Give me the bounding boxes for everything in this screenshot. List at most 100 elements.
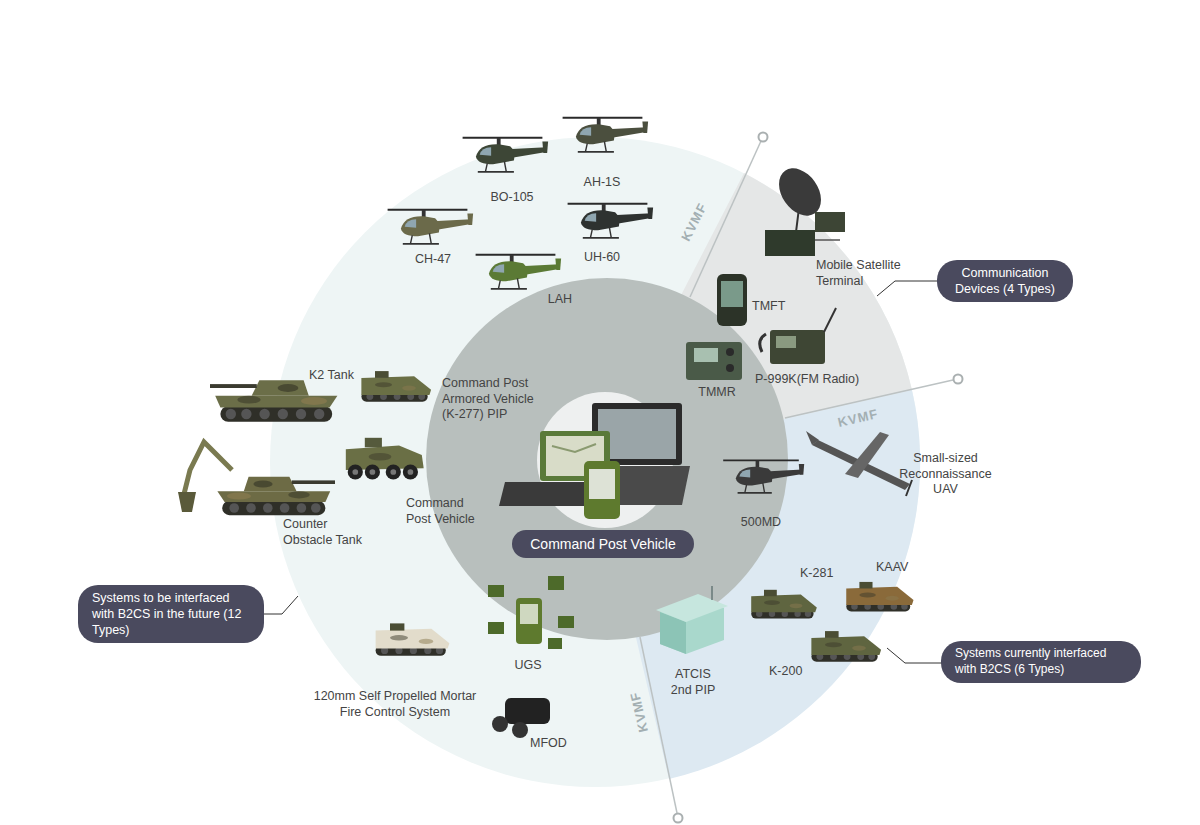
svg-line: [824, 308, 836, 332]
svg-rect: [548, 576, 564, 590]
svg-line: [815, 239, 840, 241]
system-label: MFOD: [530, 736, 580, 752]
middle-ring: [426, 278, 788, 640]
system-label: P-999K(FM Radio): [755, 372, 875, 388]
system-label: UH-60: [572, 250, 632, 266]
svg-rect: [686, 342, 742, 380]
ugs-icon: [488, 576, 574, 649]
tmmr-icon: [686, 342, 742, 380]
protocol-label: KVMF: [678, 200, 710, 243]
svg-rect: [765, 230, 815, 256]
mortar-icon: [376, 623, 450, 655]
system-label: TMFT: [752, 299, 802, 315]
pill-text: Systems currently interfaced with B2CS (…: [955, 646, 1127, 677]
system-label: K2 Tank: [309, 368, 369, 384]
svg-circle: [726, 364, 734, 372]
line-end-dot: [954, 375, 963, 384]
svg-circle: [726, 348, 734, 356]
command-post-devices: [499, 403, 690, 519]
svg-rect: [584, 461, 620, 519]
svg-rect: [770, 330, 825, 364]
bo-105-icon: [463, 138, 548, 172]
system-label: Counter Obstacle Tank: [283, 517, 373, 548]
svg-line: [711, 586, 713, 600]
satellite-terminal-icon: [765, 160, 845, 256]
k-277-icon: [361, 371, 431, 402]
callout-pill: Communication Devices (4 Types): [937, 260, 1073, 303]
callout-pill: Systems to be interfaced with B2CS in th…: [78, 585, 264, 644]
p-999k-icon: [760, 308, 836, 364]
system-label: Small-sized Reconnaissance UAV: [893, 451, 998, 498]
ch-47-icon: [388, 210, 474, 244]
bucket: [178, 492, 196, 512]
tmft-icon: [717, 274, 747, 326]
k-281-icon: [751, 590, 817, 619]
system-label: ATCIS 2nd PIP: [663, 667, 723, 698]
system-label: KAAV: [876, 560, 926, 576]
svg-circle: [512, 722, 528, 738]
svg-rect: [721, 281, 743, 307]
pill-text: Communication Devices (4 Types): [951, 265, 1059, 298]
svg-rect: [516, 598, 542, 644]
outer-ring: [270, 137, 920, 787]
protocol-label: KVMF: [627, 690, 651, 733]
500md-icon: [723, 460, 804, 492]
svg-path: [845, 432, 889, 478]
system-label: K-200: [769, 664, 819, 680]
system-label: BO-105: [480, 190, 544, 206]
svg-rect: [558, 616, 574, 628]
svg-circle: [492, 716, 508, 732]
svg-path: [806, 431, 819, 445]
leader-line: [887, 648, 947, 663]
system-label: CH-47: [403, 252, 463, 268]
svg-rect: [548, 638, 562, 649]
k2-tank-icon: [210, 380, 337, 422]
tank-body: [217, 477, 335, 515]
system-label: UGS: [508, 658, 548, 674]
center-pill: Command Post Vehicle: [512, 530, 694, 558]
counter-obstacle-tank-icon: [178, 442, 335, 515]
leader-line: [263, 596, 298, 614]
atcis-icon: [656, 586, 728, 654]
ah-1s-icon: [563, 118, 649, 152]
svg-rect: [694, 348, 718, 362]
svg-rect: [815, 212, 845, 232]
system-label: K-281: [800, 566, 850, 582]
svg-rect: [717, 274, 747, 326]
system-label: TMMR: [695, 385, 739, 401]
svg-path: [552, 444, 596, 452]
system-label: AH-1S: [572, 175, 632, 191]
svg-line: [906, 480, 912, 496]
line-end-dot: [674, 814, 683, 823]
lah-icon: [476, 255, 561, 289]
callout-pill: Systems currently interfaced with B2CS (…: [941, 641, 1141, 682]
protocol-label: KVMF: [836, 406, 879, 430]
k-200-icon: [811, 631, 881, 662]
leader-line: [877, 281, 938, 296]
system-label: Command Post Armored Vehicle (K-277) PIP: [442, 376, 547, 423]
excavator-arm: [184, 442, 232, 494]
svg-rect: [589, 469, 615, 499]
kaav-icon: [846, 582, 913, 612]
pill-text: Command Post Vehicle: [526, 535, 680, 553]
system-label: Mobile Satellite Terminal: [816, 258, 916, 289]
svg-rect: [488, 622, 504, 634]
uav-icon: [806, 431, 912, 496]
system-label: Command Post Vehicle: [406, 496, 486, 527]
system-label: LAH: [540, 292, 580, 308]
cp-vehicle-icon: [346, 438, 424, 480]
pill-text: Systems to be interfaced with B2CS in th…: [92, 590, 250, 639]
uh-60-icon: [568, 204, 654, 238]
svg-rect: [776, 336, 796, 348]
svg-rect: [488, 585, 504, 597]
mfod-icon: [492, 698, 550, 738]
line-end-dot: [759, 133, 768, 142]
system-label: 500MD: [738, 515, 784, 531]
svg-path: [656, 594, 728, 622]
svg-path: [760, 334, 766, 352]
svg-rect: [520, 604, 538, 624]
svg-rect: [505, 698, 550, 724]
system-label: 120mm Self Propelled Mortar Fire Control…: [305, 689, 485, 720]
